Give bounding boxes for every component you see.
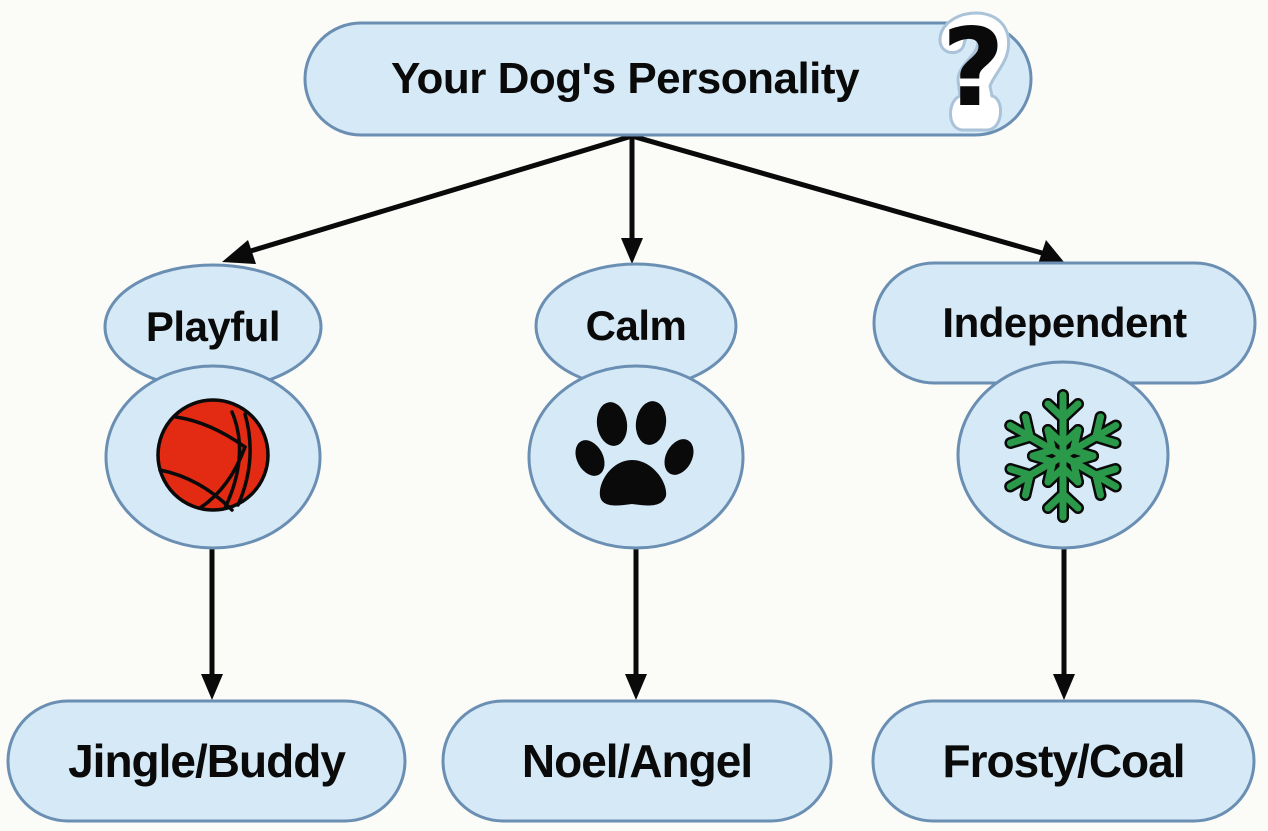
arrow-playful-to-result	[201, 546, 223, 700]
arrow-title-to-playful	[222, 133, 633, 264]
branch-calm	[527, 262, 745, 550]
title-node	[303, 21, 1033, 137]
diagram-title: Your Dog's Personality	[390, 54, 860, 103]
result-node-independent	[871, 699, 1256, 823]
icon-node-calm	[527, 364, 745, 550]
category-label-playful: Playful	[145, 303, 281, 350]
arrow-title-to-calm	[621, 136, 643, 264]
branch-playful	[103, 263, 323, 550]
question-mark-glyph: ?	[941, 5, 1005, 131]
result-label-playful: Jingle/Buddy	[68, 735, 346, 787]
result-node-calm	[441, 699, 833, 823]
result-label-independent: Frosty/Coal	[942, 735, 1185, 787]
result-label-calm: Noel/Angel	[521, 735, 753, 787]
connectors	[201, 133, 1075, 700]
question-mark-icon	[938, 11, 1011, 132]
branch-independent	[872, 261, 1257, 550]
ball-icon	[156, 398, 270, 512]
arrow-calm-to-result	[625, 546, 647, 700]
snowflake-icon	[1004, 389, 1122, 523]
category-label-independent: Independent	[942, 299, 1187, 346]
paw-print-icon	[575, 401, 694, 506]
category-label-calm: Calm	[585, 302, 687, 349]
arrow-title-to-independent	[631, 133, 1064, 264]
result-node-playful	[6, 699, 407, 823]
arrow-independent-to-result	[1053, 546, 1075, 700]
